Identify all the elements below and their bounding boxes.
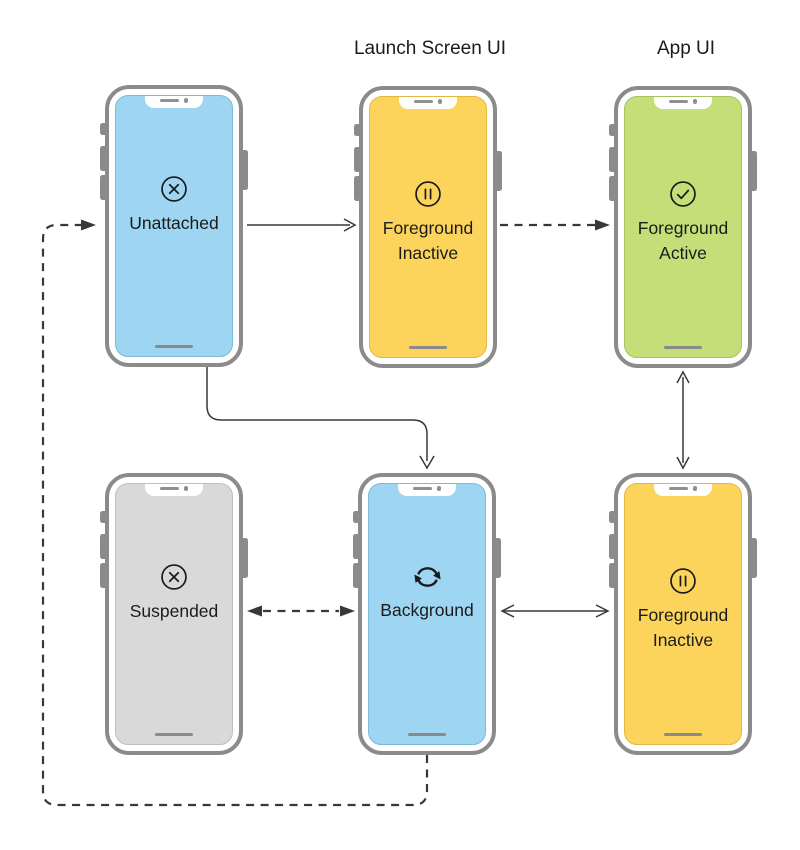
home-indicator bbox=[664, 733, 702, 736]
power-button bbox=[243, 538, 248, 578]
notch bbox=[145, 96, 203, 108]
power-button bbox=[243, 150, 248, 190]
mute-switch-button bbox=[609, 511, 614, 523]
speaker bbox=[412, 487, 432, 490]
arrowhead-chevron bbox=[676, 456, 690, 470]
power-button bbox=[497, 151, 502, 191]
sync-icon bbox=[413, 566, 441, 587]
state-label: Foreground Inactive bbox=[637, 605, 729, 650]
notch bbox=[654, 484, 712, 496]
column-label-launch-screen-ui: Launch Screen UI bbox=[353, 38, 507, 59]
home-indicator bbox=[155, 345, 193, 348]
notch bbox=[654, 97, 712, 109]
state-label: Unattached bbox=[129, 212, 219, 233]
phone-screen: Foreground Active bbox=[624, 96, 742, 358]
column-label-app-ui: App UI bbox=[656, 38, 716, 59]
volume-down-button bbox=[609, 563, 614, 588]
arrow-unattached-to-background bbox=[206, 367, 428, 461]
phone-foreground-inactive-app: Foreground Inactive bbox=[609, 473, 757, 755]
mute-switch-button bbox=[100, 123, 105, 135]
volume-down-button bbox=[100, 563, 105, 588]
mute-switch-button bbox=[353, 511, 358, 523]
x-circle-icon bbox=[161, 563, 187, 590]
volume-up-button bbox=[100, 146, 105, 171]
arrowhead-chevron bbox=[676, 370, 690, 384]
arrowhead-triangle bbox=[340, 605, 355, 617]
arrowhead-chevron bbox=[343, 218, 357, 232]
phone-unattached: Unattached bbox=[100, 85, 248, 367]
speaker bbox=[413, 100, 433, 103]
camera-dot bbox=[436, 486, 442, 491]
volume-down-button bbox=[354, 176, 359, 201]
arrowhead-triangle bbox=[81, 219, 96, 231]
camera-dot bbox=[692, 486, 698, 491]
state-label: Foreground Inactive bbox=[382, 218, 474, 263]
power-button bbox=[752, 151, 757, 191]
phone-foreground-inactive-launch: Foreground Inactive bbox=[354, 86, 502, 368]
arrowhead-chevron bbox=[500, 604, 515, 618]
mute-switch-button bbox=[609, 124, 614, 136]
speaker bbox=[668, 487, 688, 490]
arrowhead-triangle bbox=[247, 605, 262, 617]
pause-circle-icon bbox=[415, 181, 441, 207]
state-label: Background bbox=[380, 599, 474, 620]
phone-screen: Background bbox=[368, 483, 486, 745]
arrowhead-triangle bbox=[595, 219, 610, 231]
camera-dot bbox=[437, 99, 443, 104]
pause-circle-icon bbox=[670, 568, 696, 594]
home-indicator bbox=[409, 346, 447, 349]
volume-up-button bbox=[609, 534, 614, 559]
phone-background: Background bbox=[353, 473, 501, 755]
power-button bbox=[752, 538, 757, 578]
notch bbox=[398, 484, 456, 496]
camera-dot bbox=[692, 99, 698, 104]
notch bbox=[399, 97, 457, 109]
notch bbox=[145, 484, 203, 496]
volume-up-button bbox=[353, 534, 358, 559]
home-indicator bbox=[408, 733, 446, 736]
camera-dot bbox=[183, 486, 189, 491]
home-indicator bbox=[155, 733, 193, 736]
phone-screen: Foreground Inactive bbox=[624, 483, 742, 745]
speaker bbox=[159, 99, 179, 102]
phone-screen: Suspended bbox=[115, 483, 233, 745]
phone-screen: Unattached bbox=[115, 95, 233, 357]
phone-suspended: Suspended bbox=[100, 473, 248, 755]
arrowhead-chevron bbox=[595, 604, 610, 618]
power-button bbox=[496, 538, 501, 578]
camera-dot bbox=[183, 98, 189, 103]
volume-down-button bbox=[100, 175, 105, 200]
x-circle-icon bbox=[161, 175, 187, 202]
speaker bbox=[668, 100, 688, 103]
volume-up-button bbox=[354, 147, 359, 172]
volume-down-button bbox=[609, 176, 614, 201]
arrowhead-chevron bbox=[419, 455, 435, 470]
state-label: Suspended bbox=[129, 600, 219, 621]
speaker bbox=[159, 487, 179, 490]
volume-down-button bbox=[353, 563, 358, 588]
phone-screen: Foreground Inactive bbox=[369, 96, 487, 358]
check-circle-icon bbox=[670, 181, 696, 207]
mute-switch-button bbox=[354, 124, 359, 136]
home-indicator bbox=[664, 346, 702, 349]
volume-up-button bbox=[609, 147, 614, 172]
phone-foreground-active: Foreground Active bbox=[609, 86, 757, 368]
state-label: Foreground Active bbox=[637, 218, 729, 263]
mute-switch-button bbox=[100, 511, 105, 523]
volume-up-button bbox=[100, 534, 105, 559]
